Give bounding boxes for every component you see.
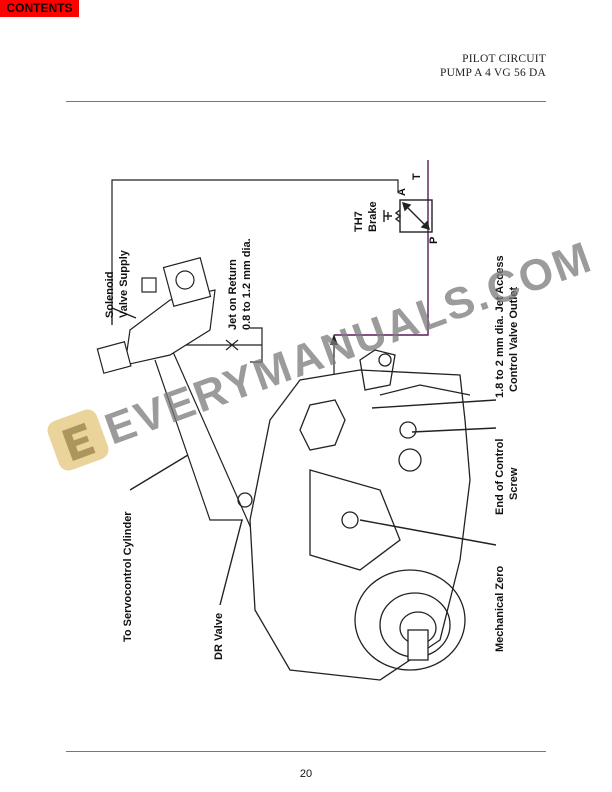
solenoid-label-1: Solenoid bbox=[104, 272, 116, 318]
dr-valve-label: DR Valve bbox=[213, 613, 225, 660]
mechanical-zero-label: Mechanical Zero bbox=[494, 566, 506, 652]
header-divider bbox=[66, 101, 546, 102]
port-a-label: A bbox=[396, 188, 408, 196]
contents-button[interactable]: CONTENTS bbox=[0, 0, 79, 17]
pump-illustration bbox=[237, 349, 471, 681]
solenoid-valve-illustration bbox=[96, 257, 216, 374]
footer-divider bbox=[66, 751, 546, 752]
page-number: 20 bbox=[299, 768, 313, 780]
brake-label-2: Brake bbox=[367, 201, 379, 232]
end-control-label-2: Screw bbox=[508, 467, 520, 500]
jet-return-label-2: 0.8 to 1.2 mm dia. bbox=[241, 238, 253, 330]
jet-access-label-2: Control Valve Outlet bbox=[508, 287, 520, 392]
page-header: PILOT CIRCUIT PUMP A 4 VG 56 DA bbox=[440, 52, 546, 80]
header-title-line1: PILOT CIRCUIT bbox=[462, 53, 546, 65]
brake-supply-line bbox=[111, 179, 399, 325]
servocontrol-label: To Servocontrol Cylinder bbox=[122, 511, 134, 642]
solenoid-label-2: Valve Supply bbox=[118, 249, 130, 318]
tank-return-line bbox=[334, 160, 429, 336]
end-control-label-1: End of Control bbox=[494, 439, 506, 515]
brake-label-1: TH7 bbox=[353, 211, 365, 232]
header-title-line2: PUMP A 4 VG 56 DA bbox=[440, 67, 546, 79]
brake-valve-icon bbox=[383, 199, 433, 233]
jet-restrictor-icon bbox=[225, 339, 239, 351]
port-t-label: T bbox=[411, 173, 423, 180]
port-p-label: P bbox=[428, 237, 440, 244]
jet-access-label-1: 1.8 to 2 mm dia. Jet Access bbox=[494, 255, 506, 398]
jet-return-label-1: Jet on Return bbox=[227, 259, 239, 330]
watermark-logo-icon bbox=[47, 409, 109, 471]
